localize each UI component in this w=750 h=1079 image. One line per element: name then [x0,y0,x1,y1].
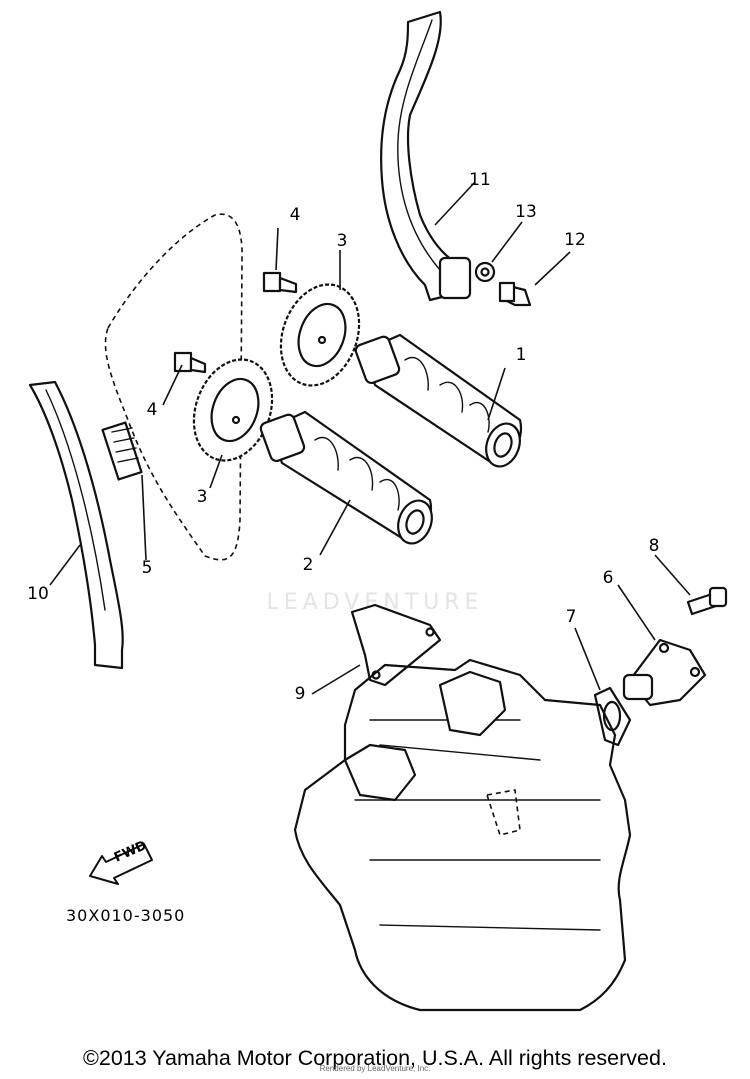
forward-arrow-icon [89,843,153,885]
part-7-gasket[interactable] [593,686,632,747]
cylinder-head [293,658,632,1012]
rendered-by-note: Rendered by LeadVenture, Inc. [319,1064,431,1073]
part-12-bolt[interactable] [498,281,532,307]
callout-part-10: 10 [27,584,49,604]
callout-part-2: 2 [302,555,314,575]
callout-part-3-lower: 3 [196,487,208,507]
part-4-bolt-lower[interactable] [173,351,207,374]
part-10-chain-guide[interactable] [28,380,124,670]
diagram-reference-code: 30X010-3050 [66,906,186,925]
part-2-camshaft[interactable] [259,410,437,548]
callout-part-3-upper: 3 [336,231,348,251]
callout-part-1: 1 [515,345,527,365]
part-9-bracket[interactable] [350,603,442,687]
callout-part-8: 8 [648,536,660,556]
callout-part-11: 11 [469,170,491,190]
part-13-washer[interactable] [474,261,496,283]
callout-part-13: 13 [515,202,537,222]
leader-lines [49,181,691,695]
part-3-sprocket-upper[interactable] [267,273,372,396]
timing-chain-loop [104,213,243,561]
callout-part-6: 6 [602,568,614,588]
part-4-bolt-upper[interactable] [262,271,298,294]
part-11-chain-guide[interactable] [380,10,472,302]
callout-part-4-upper: 4 [289,205,301,225]
part-3-sprocket-lower[interactable] [180,348,285,471]
part-8-bolt[interactable] [686,586,728,616]
part-1-camshaft[interactable] [354,333,525,471]
callout-part-12: 12 [564,230,586,250]
part-6-chain-tensioner[interactable] [622,638,707,707]
callout-part-7: 7 [565,607,577,627]
part-5-chain-link[interactable] [101,421,143,481]
copyright-notice: ©2013 Yamaha Motor Corporation, U.S.A. A… [83,1046,667,1070]
callout-part-4-lower: 4 [146,400,158,420]
callout-part-9: 9 [294,684,306,704]
callout-part-5: 5 [141,558,153,578]
